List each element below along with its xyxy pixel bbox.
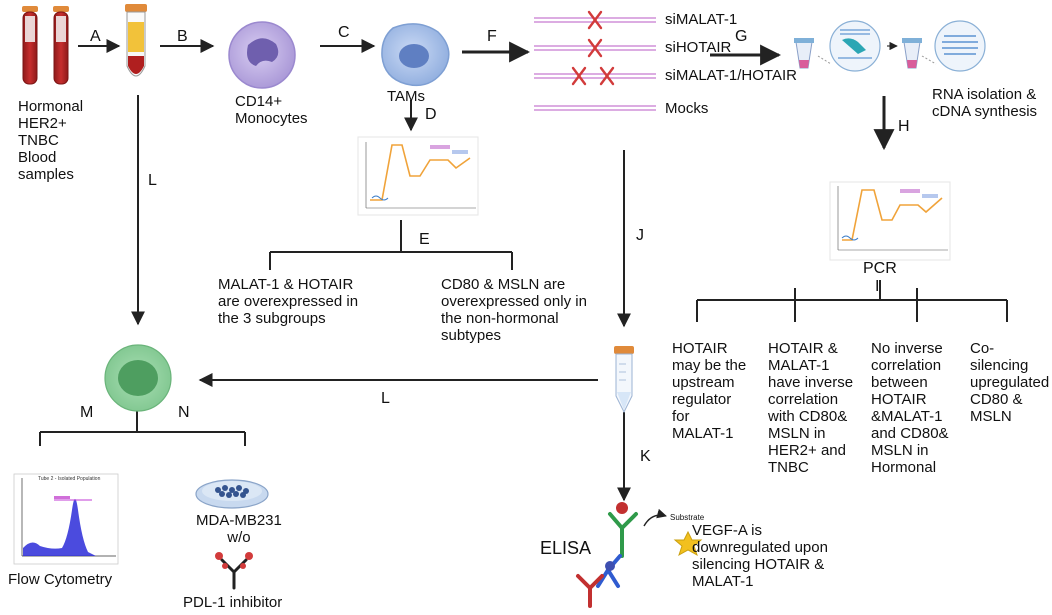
step-i-label: I <box>875 278 880 295</box>
macrophage-cell-icon <box>104 344 172 412</box>
step-b-label: B <box>177 28 188 45</box>
conical-tube-icon <box>614 346 634 414</box>
finding-e-text: MALAT-1 & HOTAIR are overexpressed in th… <box>218 276 359 327</box>
substrate-label: Substrate <box>670 513 705 522</box>
step-d-label: D <box>425 106 437 123</box>
flow-arrows <box>78 39 895 502</box>
step-l-bottom-label: L <box>381 390 390 407</box>
step-e-label: E <box>419 231 430 248</box>
mda-label: MDA-MB231 w/o <box>196 512 282 546</box>
step-n-label: N <box>178 404 190 421</box>
finding-i-text: HOTAIR & MALAT-1 have inverse correlatio… <box>768 340 854 476</box>
sirna-item-label: siMALAT-1/HOTAIR <box>665 67 797 84</box>
step-g-label: G <box>735 28 748 45</box>
monocyte-cell-icon <box>228 21 296 89</box>
step-f-label: F <box>487 28 497 45</box>
step-c-label: C <box>338 24 350 41</box>
step-m-label: M <box>80 404 94 421</box>
step-j-label: J <box>636 227 644 244</box>
sirna-item-label: Mocks <box>665 100 709 117</box>
elisa-label: ELISA <box>540 538 592 558</box>
pcr-profile-small-h <box>829 181 951 261</box>
elisa-antibody-icon <box>576 502 703 608</box>
finding-e-text: CD80 & MSLN are overexpressed only in th… <box>441 276 587 344</box>
finding-i-text: Co-silencing upregulated CD80 & MSLN <box>970 340 1050 425</box>
bracket-mn <box>39 410 246 446</box>
flow-cytometry-label: Flow Cytometry <box>8 571 113 588</box>
centrifuge-tube-icon <box>125 4 147 77</box>
sirna-item-label: siHOTAIR <box>665 39 732 56</box>
samples-label: Hormonal HER2+ TNBC Blood samples <box>18 98 84 183</box>
petri-dish-icon <box>195 479 269 509</box>
tam-cell-icon <box>381 23 450 87</box>
sirna-item-label: siMALAT-1 <box>665 11 738 28</box>
pcr-profile-small-d <box>357 136 479 216</box>
pdl1-label: PDL-1 inhibitor <box>183 594 283 611</box>
step-l-top-label: L <box>148 172 157 189</box>
finding-i-text: HOTAIR may be the upstream regulator for… <box>672 340 747 442</box>
rna-isolation-label: RNA isolation & cDNA synthesis <box>932 86 1038 120</box>
step-h-label: H <box>898 118 910 135</box>
step-a-label: A <box>90 28 101 45</box>
flow-cytometry-plot <box>13 473 119 565</box>
bracket-i <box>696 280 1008 322</box>
bracket-e <box>269 220 513 270</box>
vegf-finding-text: VEGF-A is downregulated upon silencing H… <box>692 522 828 590</box>
finding-i-text: No inverse correlation between HOTAIR &M… <box>871 340 949 476</box>
pcr-label: PCR <box>863 260 897 277</box>
pdl1-antibody-icon <box>215 552 253 590</box>
step-k-label: K <box>640 448 651 465</box>
sirna-strands <box>534 10 656 111</box>
monocytes-label: CD14+ Monocytes <box>235 93 308 127</box>
blood-tubes-icon <box>22 6 69 85</box>
tams-label: TAMs <box>387 88 426 105</box>
rna-isolation-icon <box>794 20 986 72</box>
flow-plot-title: Tube 2 - Isolated Population <box>38 476 101 482</box>
